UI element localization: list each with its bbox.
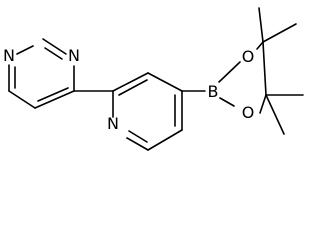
bond-methyl-c1-right: [262, 23, 297, 43]
bond-methyl-c2-bottom: [265, 94, 285, 135]
bond-pyridine-c2-c3-inner: [118, 79, 148, 96]
bond-pyrimidine-c5-c6: [34, 90, 75, 109]
bond-methyl-c1-top: [258, 7, 264, 43]
atom-pyrimidine-n1: N: [68, 46, 80, 65]
chemical-structure-diagram: N N N B O O: [3, 7, 304, 151]
bond-pyridine-c5-c6: [147, 129, 183, 151]
bond-pyridine-c2-c3: [112, 72, 149, 92]
bond-oxygen-bottom-c2: [259, 94, 267, 114]
bond-pyridine-c6-n-inner: [128, 130, 148, 143]
bond-group: [8, 7, 304, 151]
bond-boron-oxygen-bottom: [219, 97, 235, 107]
bond-pyrimidine-n1-c2: [42, 38, 67, 55]
bond-oxygen-top-c1: [256, 41, 264, 50]
bond-boron-oxygen-top: [218, 61, 241, 83]
bond-pyrimidine-c5-c6-inner: [37, 87, 69, 102]
bond-dioxaborolane-c1-c2: [262, 41, 267, 96]
bond-pyrimidine-c2-n3: [16, 45, 34, 55]
bond-pyridine-c6-n: [126, 137, 149, 151]
atom-pyrimidine-n3: N: [3, 46, 15, 65]
bond-pyrimidine-n1-c2-inner: [44, 47, 63, 60]
atom-boron: B: [208, 82, 219, 101]
atom-oxygen-bottom: O: [242, 103, 255, 122]
atom-pyridine-n: N: [107, 114, 119, 133]
atom-oxygen-top: O: [242, 47, 255, 66]
bond-pyridine-c3-c4: [147, 72, 183, 92]
bond-pyrimidine-c4-c5: [8, 90, 36, 109]
atom-labels: N N N B O O: [3, 46, 254, 133]
